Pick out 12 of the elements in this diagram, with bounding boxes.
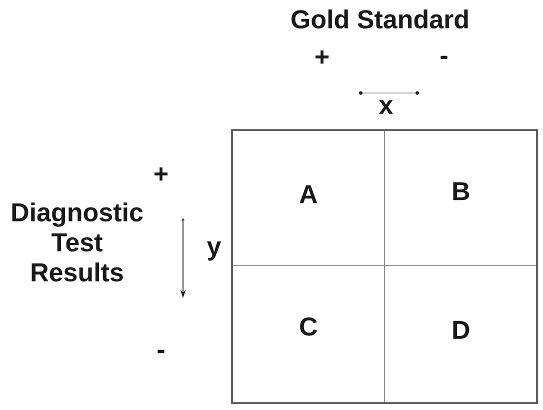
sign-label: + [316,50,329,64]
sign-label: + [154,167,168,181]
table-cell: C [232,265,385,404]
heading: Gold Standard [292,9,468,29]
axis-label: x [378,100,394,114]
table-cell: D [384,265,538,404]
table-cell: A [232,130,385,266]
sign-label: - [440,56,448,59]
sign-label: - [158,350,164,353]
table-cell: B [384,130,538,266]
axis-label: y [206,241,222,261]
row-heading: Diagnostic Test Results [12,202,143,282]
